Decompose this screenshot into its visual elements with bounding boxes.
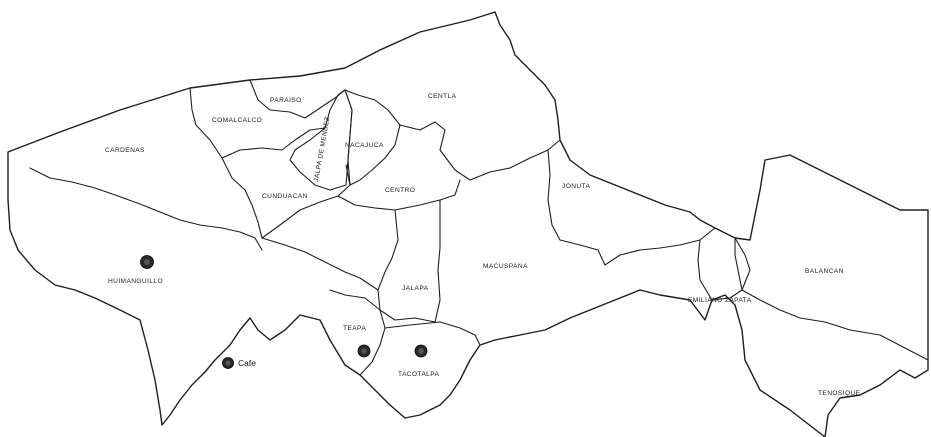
boundary-nacajuca bbox=[344, 89, 401, 186]
boundary-comalcalco-paraiso bbox=[249, 79, 346, 119]
label-jalapa: JALAPA bbox=[402, 285, 429, 292]
label-balancan: BALANCAN bbox=[805, 268, 844, 275]
label-centla: CENTLA bbox=[428, 93, 457, 100]
marker-tacotalpa bbox=[414, 344, 428, 358]
boundary-emiliano-zapata bbox=[697, 237, 743, 301]
label-cardenas: CARDENAS bbox=[105, 147, 145, 154]
label-centro: CENTRO bbox=[385, 187, 415, 194]
boundary-cunduacan-centro bbox=[261, 164, 351, 239]
boundary-jalpa bbox=[289, 89, 353, 191]
label-jalpa-de-mendez: JALPA DE MENDEZ bbox=[313, 116, 331, 182]
boundary-comalcalco-cunduacan bbox=[221, 127, 326, 159]
label-cunduacan: CUNDUACAN bbox=[262, 193, 308, 200]
label-emiliano-zapata: EMILIANO ZAPATA bbox=[688, 297, 752, 304]
label-macuspana: MACUSPANA bbox=[483, 263, 528, 270]
label-paraiso: PARAISO bbox=[270, 97, 302, 104]
boundary-centro-south bbox=[337, 179, 461, 211]
label-tenosique: TENOSIQUE bbox=[818, 390, 861, 397]
boundary-centla-centro bbox=[399, 121, 561, 181]
label-tacotalpa: TACOTALPA bbox=[398, 371, 440, 378]
boundary-balancan-tenosique bbox=[741, 289, 929, 361]
label-nacajuca: NACAJUCA bbox=[345, 142, 384, 149]
legend-label: Cafe bbox=[238, 358, 256, 368]
label-huimanguillo: HUIMANGUILLO bbox=[108, 278, 163, 285]
marker-teapa bbox=[357, 344, 371, 358]
boundary-tacotalpa bbox=[384, 321, 481, 346]
label-comalcalco: COMALCALCO bbox=[212, 117, 262, 124]
boundary-jonuta-macuspana bbox=[547, 149, 716, 266]
boundary-jalapa bbox=[377, 199, 441, 323]
marker-huimanguillo bbox=[140, 255, 154, 269]
boundary-centro-huimanguillo bbox=[261, 237, 379, 291]
boundary-cardenas-comalcalco bbox=[189, 87, 263, 239]
label-jonuta: JONUTA bbox=[562, 183, 590, 190]
boundary-balancan-west bbox=[734, 237, 751, 291]
label-teapa: TEAPA bbox=[343, 325, 366, 332]
boundary-teapa bbox=[329, 289, 386, 376]
state-outline bbox=[7, 11, 929, 437]
legend-cafe: Cafe bbox=[222, 357, 256, 369]
boundary-cardenas-huimanguillo bbox=[29, 167, 263, 251]
